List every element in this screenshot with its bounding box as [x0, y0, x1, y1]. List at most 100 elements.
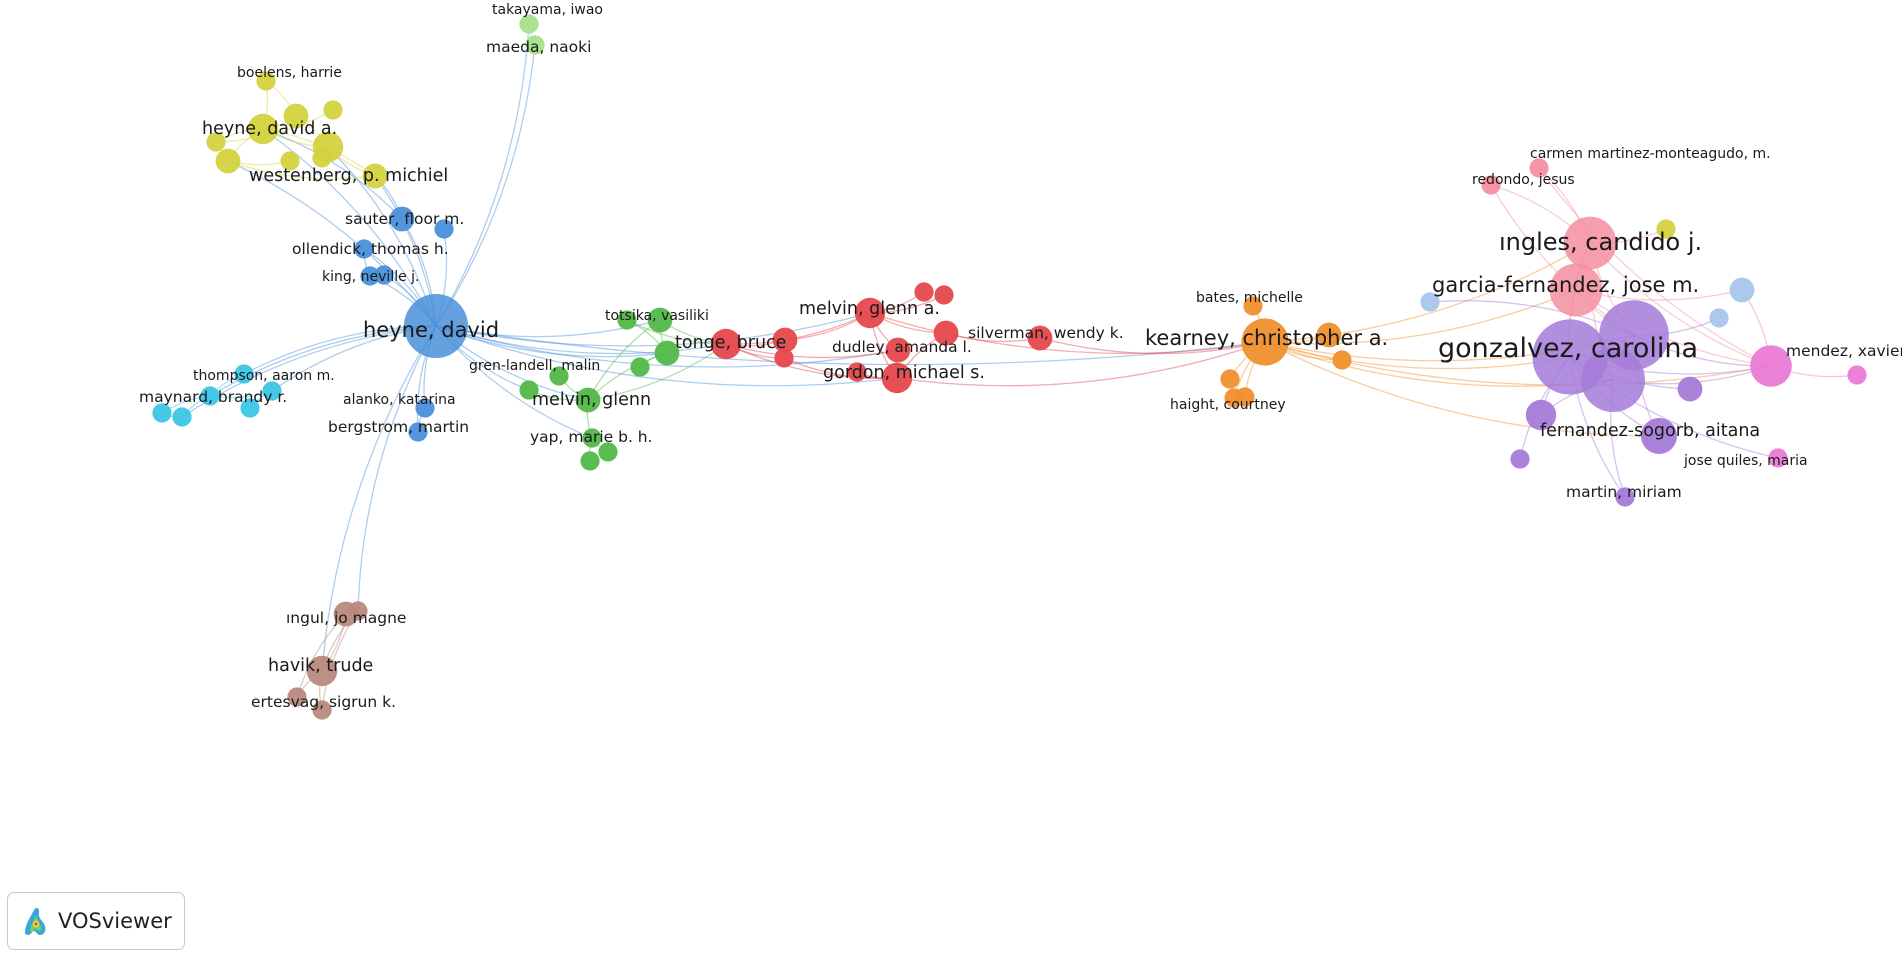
label-kearney: kearney, christopher a. [1145, 326, 1388, 350]
edge [435, 312, 871, 347]
node-garcia-fernandez[interactable] [1549, 263, 1603, 317]
node-fernandez-sogorb[interactable] [1641, 418, 1677, 454]
node-pu-4[interactable] [1677, 376, 1703, 402]
node-ertesvag[interactable] [287, 687, 307, 707]
node-martin[interactable] [1615, 487, 1635, 507]
node-gren-landell[interactable] [519, 380, 539, 400]
node-silverman[interactable] [1027, 325, 1053, 351]
label-dudley: dudley, amanda l. [832, 338, 972, 356]
node-gr-3[interactable] [630, 357, 650, 377]
node-bergstrom[interactable] [408, 422, 428, 442]
node-bates[interactable] [1243, 296, 1263, 316]
node-thompson[interactable] [234, 364, 254, 384]
label-garcia-fernandez: garcia-fernandez, jose m. [1432, 273, 1699, 297]
node-yel-7[interactable] [312, 148, 332, 168]
node-red-2[interactable] [774, 348, 794, 368]
node-pu-2[interactable] [1581, 348, 1645, 412]
node-lb-1[interactable] [1729, 277, 1755, 303]
node-br-1[interactable] [333, 601, 359, 627]
edge [1538, 167, 1772, 367]
edge [725, 343, 899, 359]
node-maynard[interactable] [200, 386, 220, 406]
node-red-1[interactable] [772, 327, 798, 353]
node-gr-5[interactable] [598, 442, 618, 462]
node-redondo[interactable] [1481, 175, 1501, 195]
node-red-4[interactable] [934, 285, 954, 305]
node-gordon[interactable] [881, 362, 913, 394]
label-heyne-david-a: heyne, david a. [202, 119, 337, 139]
node-gr-2[interactable] [617, 310, 637, 330]
node-ollendick[interactable] [354, 239, 374, 259]
node-yel-6[interactable] [323, 100, 343, 120]
node-mg-1[interactable] [1847, 365, 1867, 385]
node-maeda[interactable] [525, 35, 545, 55]
node-yel-2[interactable] [283, 103, 309, 129]
node-cy-2[interactable] [152, 403, 172, 423]
edge [321, 325, 437, 672]
node-takayama[interactable] [519, 14, 539, 34]
label-ollendick: ollendick, thomas h. [292, 240, 449, 258]
label-silverman: silverman, wendy k. [968, 324, 1124, 342]
node-yel-5[interactable] [280, 151, 300, 171]
node-havik[interactable] [306, 655, 338, 687]
label-maeda: maeda, naoki [486, 38, 591, 56]
node-kearney[interactable] [1241, 318, 1289, 366]
node-gr-4[interactable] [549, 366, 569, 386]
node-cy-3[interactable] [172, 407, 192, 427]
node-ingles[interactable] [1563, 216, 1617, 270]
node-pu-5[interactable] [1510, 449, 1530, 469]
node-gr-1[interactable] [654, 340, 680, 366]
node-boelens[interactable] [256, 71, 276, 91]
node-red-3[interactable] [914, 282, 934, 302]
node-pu-3[interactable] [1525, 399, 1557, 431]
node-or-3[interactable] [1224, 388, 1244, 408]
label-takayama: takayama, iwao [492, 2, 603, 18]
label-maynard: maynard, brandy r. [139, 388, 287, 406]
label-bergstrom: bergstrom, martin [328, 418, 469, 436]
node-dudley[interactable] [885, 337, 911, 363]
node-heyne-david[interactable] [404, 294, 468, 358]
node-heyne-david-a[interactable] [247, 113, 279, 145]
node-yap[interactable] [582, 428, 602, 448]
node-or-2[interactable] [1332, 350, 1352, 370]
node-melvin-glenn-a[interactable] [854, 297, 886, 329]
node-king[interactable] [360, 266, 380, 286]
edge [1264, 242, 1591, 343]
node-lb-2[interactable] [1420, 292, 1440, 312]
node-totsika[interactable] [647, 307, 673, 333]
edge [262, 128, 403, 220]
node-red-5[interactable] [847, 362, 867, 382]
label-mendez: mendez, xavier [1786, 342, 1902, 360]
node-cy-4[interactable] [240, 398, 260, 418]
label-tonge: tonge, bruce [675, 333, 786, 353]
node-cy-1[interactable] [262, 381, 282, 401]
label-gordon: gordon, michael s. [823, 363, 985, 383]
edge [1264, 341, 1660, 437]
node-yel-4[interactable] [206, 132, 226, 152]
node-blue-x1[interactable] [434, 219, 454, 239]
node-yg-1[interactable] [1656, 219, 1676, 239]
node-jose-quiles[interactable] [1768, 448, 1788, 468]
node-red-6[interactable] [933, 320, 959, 346]
node-br-2[interactable] [312, 700, 332, 720]
label-boelens: boelens, harrie [237, 65, 342, 81]
node-or-1[interactable] [1316, 322, 1342, 348]
label-sauter: sauter, floor m. [345, 210, 464, 228]
node-gr-6[interactable] [580, 451, 600, 471]
node-mendez[interactable] [1750, 345, 1792, 387]
edge [262, 128, 437, 327]
node-or-4[interactable] [1220, 369, 1240, 389]
node-westenberg[interactable] [362, 163, 388, 189]
node-carmen[interactable] [1529, 158, 1549, 178]
node-yel-3[interactable] [215, 148, 241, 174]
node-sauter[interactable] [389, 206, 415, 232]
vosviewer-logo-icon [25, 907, 46, 935]
edge [435, 325, 1266, 366]
node-alanko[interactable] [415, 398, 435, 418]
node-tonge[interactable] [710, 328, 742, 360]
node-lb-3[interactable] [1709, 308, 1729, 328]
node-blue-x2[interactable] [374, 265, 394, 285]
label-totsika: totsika, vasiliki [605, 308, 709, 324]
edge [1264, 341, 1571, 370]
node-melvin-glenn[interactable] [575, 387, 601, 413]
